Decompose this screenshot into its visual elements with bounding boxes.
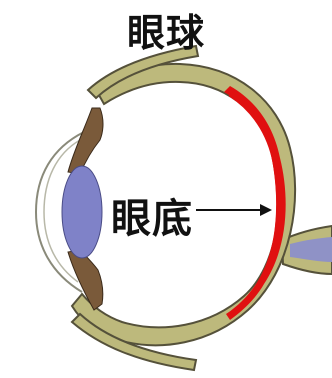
- lens: [62, 166, 102, 258]
- diagram-title: 眼球: [0, 2, 332, 57]
- fundus-label: 眼底: [111, 186, 193, 244]
- iris-upper: [68, 108, 103, 174]
- fundus-arrow: [196, 204, 272, 216]
